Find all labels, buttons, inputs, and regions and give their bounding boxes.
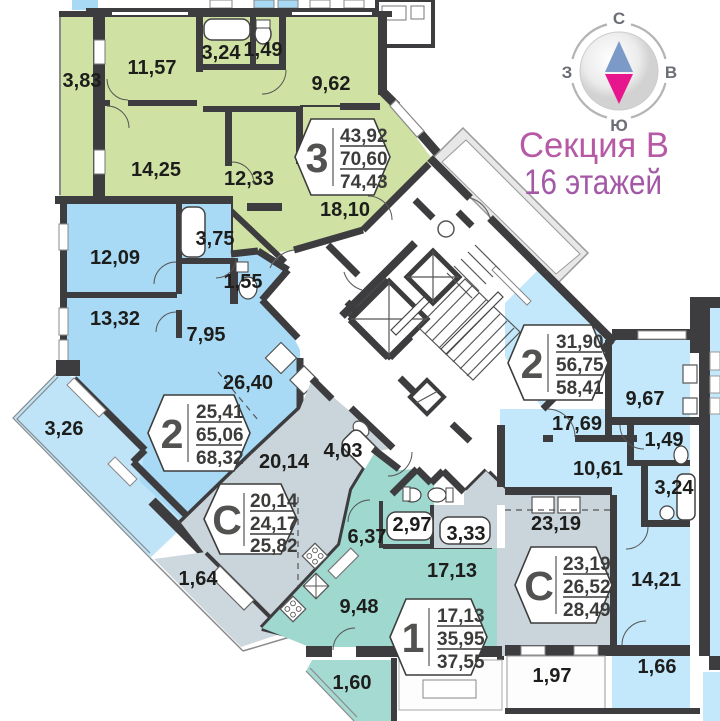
svg-text:6,37: 6,37 bbox=[348, 526, 387, 548]
svg-text:14,21: 14,21 bbox=[631, 569, 681, 591]
svg-text:17,13: 17,13 bbox=[427, 560, 477, 582]
svg-text:3: 3 bbox=[306, 135, 329, 181]
svg-text:25,41: 25,41 bbox=[196, 402, 244, 423]
svg-text:1,64: 1,64 bbox=[179, 568, 219, 590]
svg-text:Ю: Ю bbox=[610, 116, 628, 135]
svg-text:1,97: 1,97 bbox=[533, 665, 572, 687]
svg-text:28,49: 28,49 bbox=[563, 600, 611, 621]
svg-text:74,43: 74,43 bbox=[340, 172, 388, 193]
svg-text:17,69: 17,69 bbox=[552, 413, 602, 435]
svg-text:2: 2 bbox=[161, 411, 184, 457]
svg-text:31,90: 31,90 bbox=[556, 332, 604, 353]
svg-text:26,52: 26,52 bbox=[563, 577, 611, 598]
svg-text:3,24: 3,24 bbox=[655, 477, 695, 499]
svg-text:68,32: 68,32 bbox=[196, 448, 244, 469]
svg-text:3,75: 3,75 bbox=[196, 228, 235, 250]
svg-text:С: С bbox=[524, 563, 554, 609]
svg-text:18,10: 18,10 bbox=[320, 199, 370, 221]
svg-text:1,66: 1,66 bbox=[638, 656, 677, 678]
svg-text:70,60: 70,60 bbox=[340, 149, 388, 170]
svg-text:12,09: 12,09 bbox=[90, 247, 140, 269]
svg-text:1,49: 1,49 bbox=[244, 39, 283, 61]
svg-text:24,17: 24,17 bbox=[250, 514, 298, 535]
svg-text:1,55: 1,55 bbox=[224, 271, 263, 293]
svg-text:Секция В: Секция В bbox=[519, 126, 669, 165]
svg-text:23,19: 23,19 bbox=[531, 513, 581, 535]
svg-text:20,14: 20,14 bbox=[259, 451, 310, 473]
svg-text:3,83: 3,83 bbox=[63, 70, 102, 92]
svg-text:14,25: 14,25 bbox=[131, 159, 181, 181]
svg-text:9,62: 9,62 bbox=[312, 73, 351, 95]
svg-text:2,97: 2,97 bbox=[393, 514, 432, 536]
svg-text:2: 2 bbox=[521, 341, 544, 387]
svg-text:1: 1 bbox=[402, 615, 425, 661]
svg-text:С: С bbox=[212, 497, 242, 543]
svg-text:3,24: 3,24 bbox=[202, 42, 242, 64]
svg-text:12,33: 12,33 bbox=[224, 168, 274, 190]
svg-text:58,41: 58,41 bbox=[556, 378, 604, 399]
svg-text:65,06: 65,06 bbox=[196, 425, 244, 446]
svg-text:С: С bbox=[613, 9, 625, 28]
svg-text:В: В bbox=[665, 63, 677, 82]
svg-text:10,61: 10,61 bbox=[573, 458, 623, 480]
svg-text:35,95: 35,95 bbox=[437, 629, 485, 650]
svg-text:3,26: 3,26 bbox=[45, 418, 84, 440]
svg-text:20,14: 20,14 bbox=[250, 491, 298, 512]
svg-text:25,82: 25,82 bbox=[250, 536, 298, 557]
svg-text:13,32: 13,32 bbox=[90, 308, 140, 330]
svg-text:1,60: 1,60 bbox=[333, 672, 372, 694]
svg-text:16 этажей: 16 этажей bbox=[524, 163, 662, 202]
svg-text:17,13: 17,13 bbox=[437, 606, 485, 627]
svg-text:З: З bbox=[562, 63, 573, 82]
svg-text:43,92: 43,92 bbox=[340, 126, 388, 147]
svg-text:11,57: 11,57 bbox=[128, 57, 177, 79]
svg-text:23,19: 23,19 bbox=[563, 554, 611, 575]
svg-text:1,49: 1,49 bbox=[645, 429, 684, 451]
svg-text:37,55: 37,55 bbox=[437, 652, 485, 673]
svg-text:26,40: 26,40 bbox=[223, 372, 273, 394]
svg-text:4,03: 4,03 bbox=[324, 440, 363, 462]
svg-text:56,75: 56,75 bbox=[556, 355, 604, 376]
svg-text:7,95: 7,95 bbox=[187, 324, 226, 346]
svg-text:3,33: 3,33 bbox=[447, 523, 486, 545]
svg-text:9,67: 9,67 bbox=[626, 388, 665, 410]
svg-text:9,48: 9,48 bbox=[340, 596, 379, 618]
